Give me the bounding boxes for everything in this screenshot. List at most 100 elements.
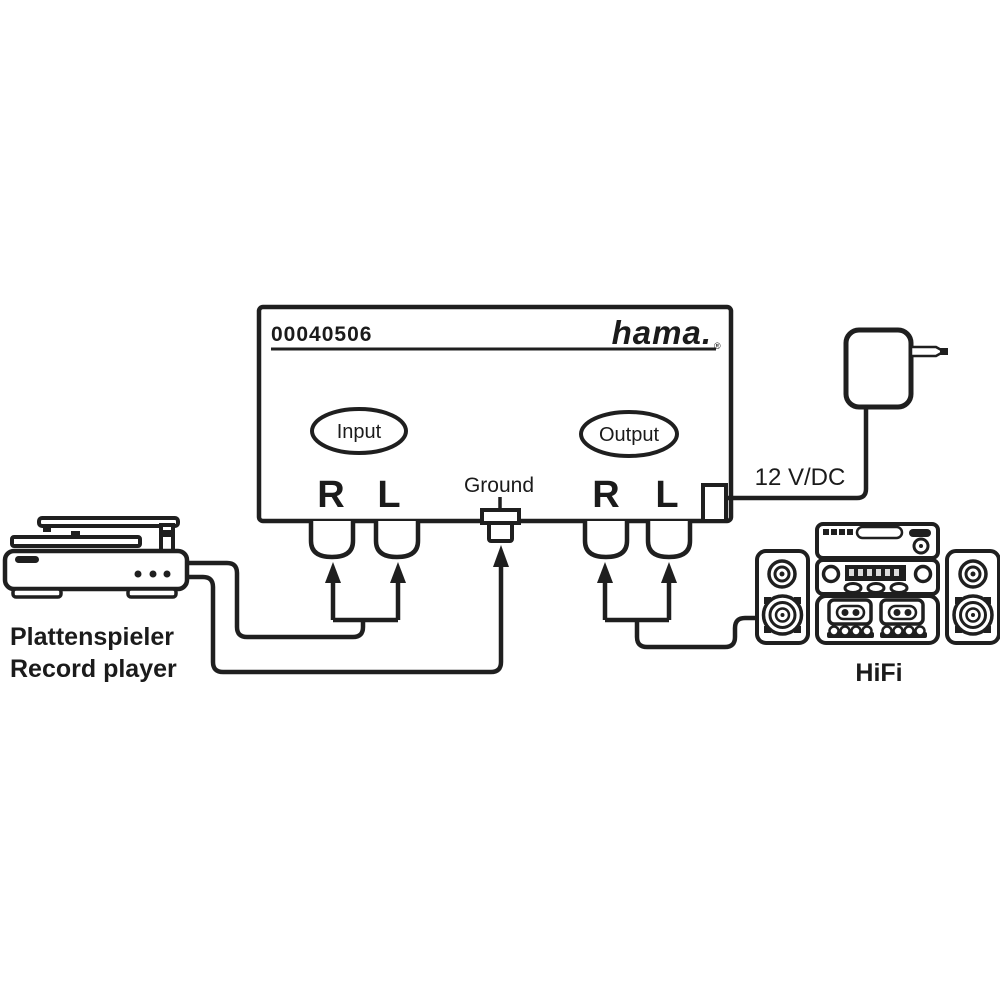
cd-button	[831, 529, 837, 535]
input-jack-l	[373, 521, 421, 560]
tonearm-headshell	[43, 526, 51, 532]
ground-label: Ground	[464, 474, 534, 497]
deck-button	[861, 625, 873, 637]
arrow-up-icon	[597, 562, 613, 583]
cd-button	[839, 529, 845, 535]
output-oval	[579, 410, 679, 458]
mains-plug-tip	[940, 348, 948, 355]
output-jack-l	[645, 521, 693, 560]
audio-out-run	[634, 615, 757, 650]
ground-screw-shaft	[487, 521, 514, 543]
cable-ground	[187, 545, 509, 675]
tuner-knob-left	[821, 564, 841, 584]
ground-terminal	[480, 497, 521, 543]
arrow-up-icon	[661, 562, 677, 583]
hifi-label: HiFi	[855, 659, 902, 687]
arrow-up-icon	[493, 545, 509, 567]
woofer-dot	[780, 613, 785, 617]
dc-power-jack	[701, 483, 728, 523]
hifi-speaker-right	[945, 549, 1000, 645]
woofer-tab	[794, 626, 801, 633]
input-l-label: L	[377, 474, 400, 516]
cable-audio-in	[187, 560, 406, 640]
input-r-label: R	[317, 474, 344, 516]
cd-knob-dot	[919, 544, 923, 548]
hifi-speaker-left	[755, 549, 810, 645]
hifi-system: HiFi	[755, 522, 1000, 687]
woofer-dot	[971, 613, 975, 617]
display-segment	[849, 569, 854, 576]
player-foot-right	[126, 587, 178, 599]
hifi-cd-unit	[815, 522, 940, 560]
arrow-up-icon	[325, 562, 341, 583]
cassette-tape-left	[835, 604, 866, 621]
deck-button	[850, 625, 862, 637]
player-control-dot	[149, 570, 157, 578]
tonearm-bearing	[163, 530, 171, 537]
part-number-label: 00040506	[271, 323, 372, 346]
output-jack-r	[582, 521, 630, 560]
tuner-knob-right	[913, 564, 933, 584]
output-label: Output	[599, 424, 659, 446]
tuner-button	[866, 582, 886, 594]
deck-button	[892, 625, 904, 637]
platter	[10, 535, 142, 548]
display-segment	[876, 569, 881, 576]
source-label-en: Record player	[10, 655, 177, 683]
power-adapter: 12 V/DC	[727, 327, 948, 501]
deck-button	[839, 625, 851, 637]
deck-button	[903, 625, 915, 637]
display-segment	[858, 569, 863, 576]
display-segment	[894, 569, 899, 576]
player-power-button	[15, 556, 39, 563]
tonearm-pillar	[159, 523, 175, 554]
power-voltage-label: 12 V/DC	[755, 464, 846, 491]
player-control-dot	[163, 570, 171, 578]
deck-button	[881, 625, 893, 637]
input-label: Input	[337, 421, 382, 443]
tuner-button	[889, 582, 909, 594]
tweeter-dot	[970, 571, 976, 577]
cable-audio-out	[597, 562, 757, 650]
display-segment	[867, 569, 872, 576]
arrow-up-icon	[390, 562, 406, 583]
mains-plug-prong-icon	[909, 345, 947, 358]
tweeter-dot	[779, 571, 785, 577]
hama-logo: hama.	[612, 314, 712, 351]
hifi-tuner-unit	[815, 558, 940, 596]
woofer-tab	[764, 597, 771, 604]
input-oval	[310, 407, 408, 455]
woofer-tab	[764, 626, 771, 633]
cd-button	[823, 529, 829, 535]
woofer-tab	[794, 597, 801, 604]
player-control-dot	[134, 570, 142, 578]
record-player: Plattenspieler Record player	[2, 516, 190, 683]
tape-reel	[904, 609, 912, 616]
cd-tray-slot	[855, 525, 904, 540]
hifi-cassette-deck	[815, 594, 940, 645]
brand-registered-mark: ®	[714, 341, 721, 351]
ground-run	[187, 567, 504, 675]
input-jack-r	[308, 521, 356, 560]
audio-in-run	[187, 560, 366, 640]
platter-spindle	[71, 531, 80, 537]
output-l-label: L	[655, 474, 678, 516]
cd-display	[909, 529, 931, 537]
cd-button	[847, 529, 853, 535]
tape-reel	[841, 609, 849, 616]
tape-reel	[852, 609, 860, 616]
adapter-body	[843, 327, 914, 410]
tonearm	[37, 516, 180, 528]
source-label-de: Plattenspieler	[10, 623, 174, 651]
tape-reel	[893, 609, 901, 616]
cassette-tape-right	[887, 604, 918, 621]
tuner-button	[843, 582, 863, 594]
deck-button	[914, 625, 926, 637]
output-r-label: R	[592, 474, 619, 516]
player-foot-left	[11, 587, 63, 599]
preamp-box: 00040506 hama. ® Input R L Output R L Gr…	[256, 304, 734, 560]
deck-button	[828, 625, 840, 637]
display-segment	[885, 569, 890, 576]
